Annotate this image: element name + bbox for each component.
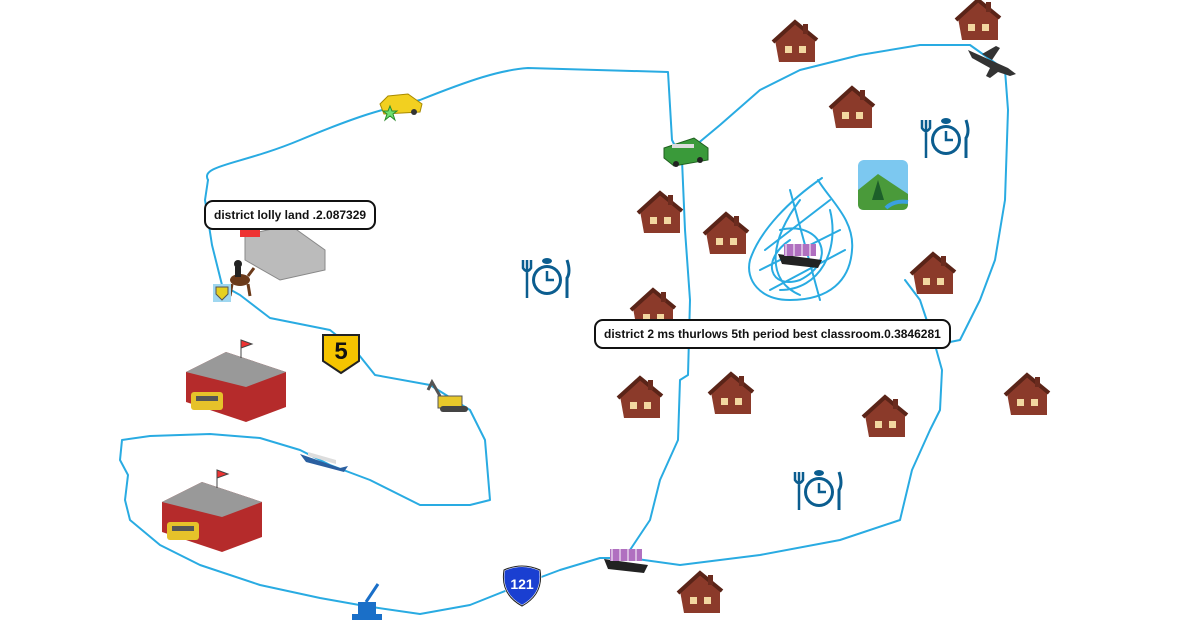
cruise-ship-icon[interactable] xyxy=(300,452,348,472)
house-icon[interactable] xyxy=(828,85,876,128)
fire-truck-icon[interactable] xyxy=(663,137,709,167)
house-icon[interactable] xyxy=(707,371,755,414)
house-icon[interactable] xyxy=(909,251,957,294)
airplane-icon[interactable] xyxy=(968,46,1016,78)
house-icon[interactable] xyxy=(954,0,1002,40)
school-icon[interactable] xyxy=(186,339,286,422)
horse-rider-icon[interactable] xyxy=(228,260,256,297)
school-icon[interactable] xyxy=(162,469,262,552)
route-121-shield-icon[interactable]: 121 xyxy=(500,564,544,608)
house-icon[interactable] xyxy=(1003,372,1051,415)
star-icon[interactable] xyxy=(381,104,399,122)
restaurant-icon[interactable] xyxy=(793,470,843,510)
hospital-icon[interactable] xyxy=(240,224,326,281)
house-icon[interactable] xyxy=(636,190,684,233)
excavator-icon[interactable] xyxy=(426,378,468,412)
district-label-ms-thurlows[interactable]: district 2 ms thurlows 5th period best c… xyxy=(594,319,951,349)
house-icon[interactable] xyxy=(616,375,664,418)
park-icon[interactable] xyxy=(858,160,909,210)
police-badge-icon[interactable] xyxy=(213,284,231,302)
house-icon[interactable] xyxy=(702,211,750,254)
scribble-area xyxy=(748,177,854,301)
route-line-west-loop[interactable] xyxy=(119,179,943,615)
route-121-number: 121 xyxy=(510,576,534,592)
restaurant-icon[interactable] xyxy=(920,118,970,158)
route-5-number: 5 xyxy=(334,338,348,365)
route-5-shield-icon[interactable]: 5 xyxy=(321,333,361,375)
house-icon[interactable] xyxy=(861,394,909,437)
ship-icon[interactable] xyxy=(778,244,822,268)
crane-icon[interactable] xyxy=(352,583,382,620)
district-label-lolly-land[interactable]: district lolly land .2.087329 xyxy=(204,200,377,230)
house-icon[interactable] xyxy=(771,19,819,62)
house-icon[interactable] xyxy=(676,570,724,613)
ship-icon[interactable] xyxy=(604,549,648,573)
route-line-northeast-loop[interactable] xyxy=(689,44,1009,346)
restaurant-icon[interactable] xyxy=(521,258,571,298)
route-line-north[interactable] xyxy=(206,67,691,551)
